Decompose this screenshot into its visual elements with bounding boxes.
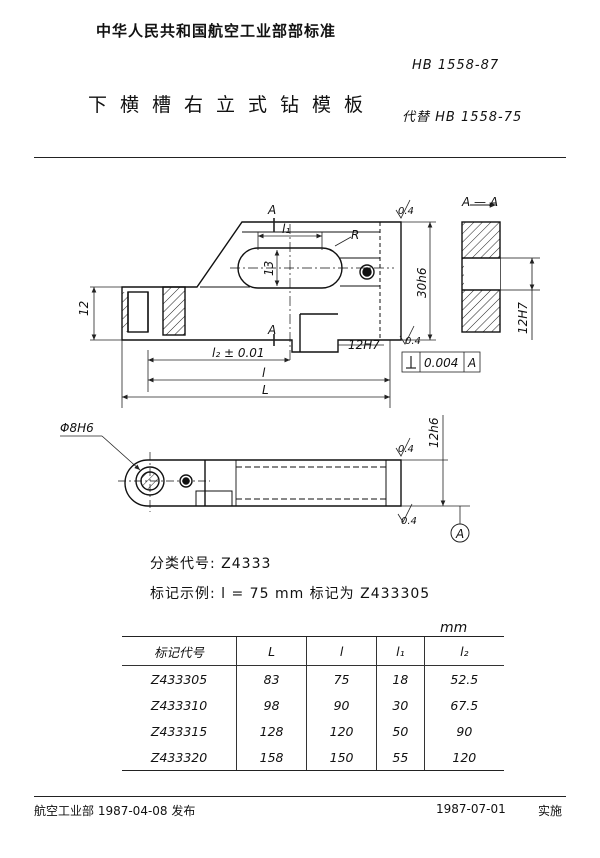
- front-view: [121, 221, 402, 360]
- dim-l1: l₁: [282, 222, 290, 236]
- cell-code: Z433310: [150, 697, 208, 713]
- cell-l: 150: [306, 744, 377, 771]
- dim-R: R: [351, 228, 359, 242]
- cell-l2: 120: [423, 744, 504, 771]
- dim-bore: Φ8H6: [60, 421, 94, 435]
- header-l1: l₁: [376, 636, 425, 666]
- dim-12: 12: [77, 301, 91, 316]
- standard-number: HB 1558-87: [412, 58, 500, 73]
- cell-l2: 67.5: [423, 692, 504, 718]
- header-code: 标记代号: [122, 636, 237, 666]
- footer-divider: [34, 796, 566, 797]
- table-row: Z433310 98 90 30 67.5: [122, 692, 504, 718]
- cell-L: 83: [236, 665, 307, 692]
- cut-label-top: A: [267, 203, 276, 217]
- cell-code: Z433315: [150, 723, 208, 739]
- top-view: [118, 452, 402, 512]
- dimension-table: 标记代号 L l l₁ l₂ Z433305 83 75 18 52.5 Z43…: [122, 636, 504, 771]
- dim-l2: l₂ ± 0.01: [212, 346, 265, 360]
- cell-l: 75: [306, 665, 377, 692]
- table-row: Z433320 158 150 55 120: [122, 744, 504, 771]
- cell-l: 120: [306, 718, 377, 744]
- drawing-labels: A A A — A l₁ R 13 30h6 12 12H7 12H7 l₂ ±…: [60, 195, 530, 541]
- tolerance-datum-ref: A: [467, 356, 476, 370]
- table-unit: mm: [440, 620, 468, 636]
- page-title: 下横槽右立式钻模板: [88, 94, 377, 116]
- header-l2: l₂: [423, 636, 504, 666]
- cell-l1: 30: [376, 692, 425, 718]
- cell-L: 158: [236, 744, 307, 771]
- dim-13: 13: [262, 261, 276, 276]
- table-header-row: 标记代号 L l l₁ l₂: [122, 636, 504, 666]
- cell-code: Z433320: [122, 744, 237, 771]
- tolerance-value: 0.004: [424, 356, 458, 370]
- cell-L: 98: [236, 692, 307, 718]
- section-label: A — A: [461, 195, 498, 209]
- dim-slot: 12H7: [348, 338, 380, 352]
- cell-code: Z433305: [150, 671, 208, 687]
- cell-l2: 52.5: [423, 665, 504, 692]
- dim-12h6: 12h6: [427, 417, 441, 448]
- dim-L: L: [262, 383, 269, 397]
- roughness-1: 0.4: [398, 206, 414, 217]
- cut-label-bottom: A: [267, 323, 276, 337]
- dim-slot-right: 12H7: [516, 302, 530, 334]
- header-divider: [34, 157, 566, 158]
- dim-l: l: [262, 366, 266, 380]
- implement-label: 实施: [538, 804, 563, 818]
- cell-l1: 55: [376, 744, 425, 771]
- roughness-2: 0.4: [405, 336, 421, 347]
- header-l: l: [306, 636, 377, 666]
- roughness-4: 0.4: [401, 516, 417, 527]
- section-view: [461, 202, 540, 340]
- effective-date: 1987-07-01: [436, 802, 506, 816]
- issuing-organization: 中华人民共和国航空工业部部标准: [96, 22, 337, 40]
- issue-date: 航空工业部 1987-04-08 发布: [34, 804, 196, 818]
- replaces-standard: 代替 HB 1558-75: [402, 110, 523, 125]
- cell-l1: 18: [376, 665, 425, 692]
- table-row: Z433305 83 75 18 52.5: [122, 665, 504, 692]
- datum-label: A: [455, 527, 464, 541]
- cell-L: 128: [236, 718, 307, 744]
- cell-l2: 90: [423, 718, 504, 744]
- top-view-dimensions: [60, 415, 470, 543]
- classification-code: 分类代号: Z4333: [150, 556, 272, 572]
- table-row: Z433315 128 120 50 90: [122, 718, 504, 744]
- marking-example: 标记示例: l = 75 mm 标记为 Z433305: [150, 586, 431, 602]
- roughness-3: 0.4: [398, 444, 414, 455]
- header-L: L: [236, 636, 307, 666]
- dim-30h6: 30h6: [415, 267, 429, 298]
- cell-l1: 50: [376, 718, 425, 744]
- cell-l: 90: [306, 692, 377, 718]
- front-view-dimensions: [90, 199, 481, 408]
